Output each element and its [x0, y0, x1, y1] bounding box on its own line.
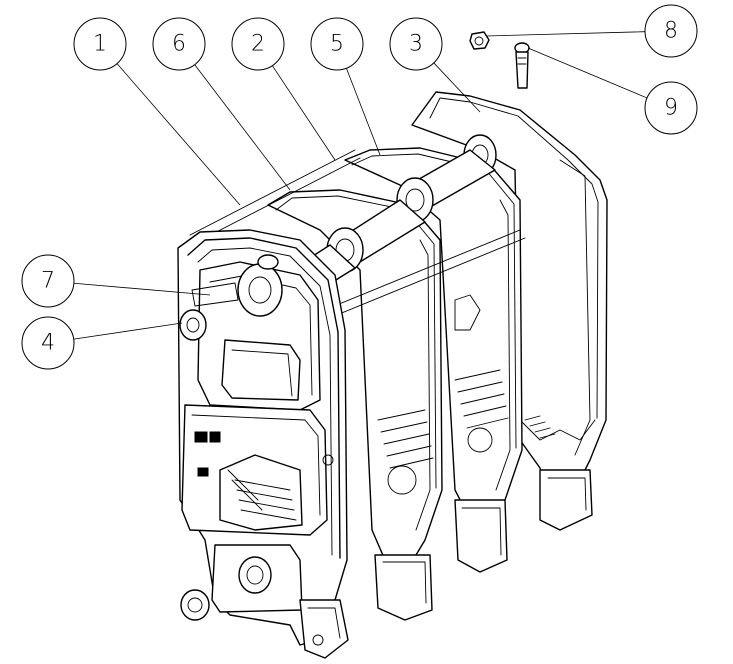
callout-label-9: 9: [664, 96, 678, 121]
leader-line-4: [73, 322, 183, 340]
callout-bubble-4: [21, 316, 75, 370]
callout-label-6: 6: [172, 32, 186, 57]
section-3: [344, 147, 523, 573]
bolt-9: [514, 42, 530, 89]
callout-bubble-5: [310, 17, 364, 71]
leader-line-3: [433, 62, 481, 113]
front-hub: [237, 254, 283, 317]
callout-label-3: 3: [409, 32, 423, 57]
leader-line-6: [194, 64, 291, 191]
callout-bubble-1: [73, 17, 127, 71]
callout-label-5: 5: [330, 32, 344, 57]
leader-line-7: [73, 282, 211, 296]
callout-bubble-6: [152, 17, 206, 71]
callout-bubble-2: [231, 17, 285, 71]
section-2: [267, 189, 443, 621]
callout-label-7: 7: [41, 269, 55, 294]
leader-line-2: [272, 65, 336, 161]
leader-line-9: [527, 47, 648, 99]
front-section-1: [177, 229, 349, 659]
nut-8: [469, 31, 490, 50]
callout-bubble-8: [644, 4, 698, 58]
callout-label-2: 2: [251, 32, 265, 57]
callout-label-1: 1: [93, 32, 107, 57]
rear-section-4: [411, 91, 608, 531]
leader-line-5: [346, 68, 381, 156]
plug-7: [191, 282, 239, 307]
callout-bubble-3: [389, 17, 443, 71]
bottom-plug: [180, 589, 324, 646]
leader-line-1: [116, 63, 241, 206]
callout-bubble-7: [21, 254, 75, 308]
callout-label-4: 4: [41, 331, 55, 356]
callout-label-8: 8: [664, 19, 678, 44]
plug-4: [179, 309, 207, 341]
callout-group: 1 6 2 5 3 8 9 7 4: [21, 4, 698, 370]
leader-line-8: [485, 31, 646, 37]
callout-bubble-9: [644, 81, 698, 135]
